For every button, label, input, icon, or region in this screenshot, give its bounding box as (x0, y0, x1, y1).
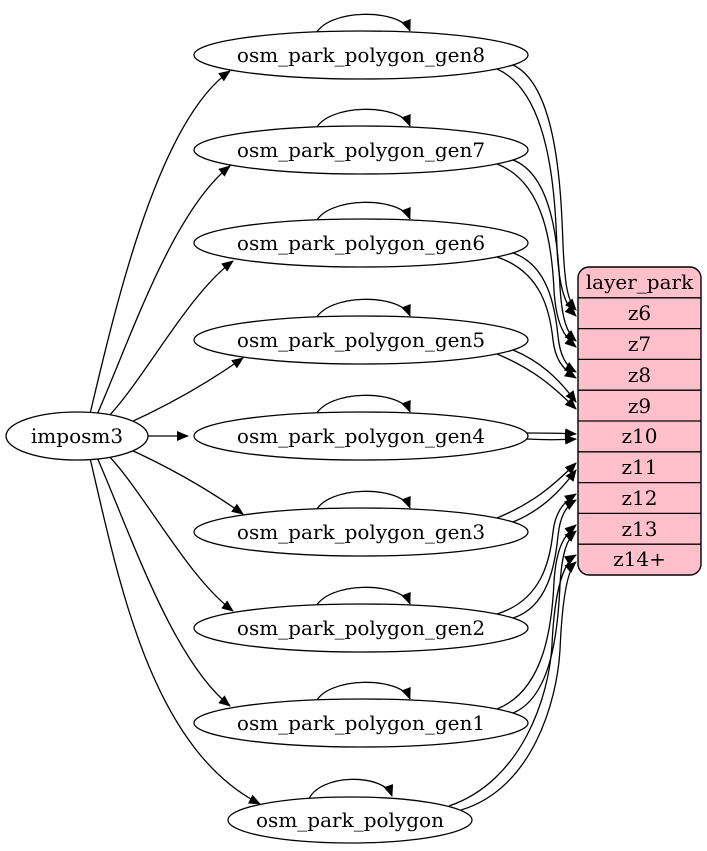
edge-gen4-z10-1 (526, 428, 577, 439)
edge-gen2-z12-2 (496, 493, 577, 615)
self-loop-edges (307, 13, 411, 802)
imposm3-label: imposm3 (31, 424, 123, 448)
edge-imposm3-gen2 (103, 450, 234, 612)
layer-row-z9: z9 (628, 394, 651, 418)
self-loop-gen7 (314, 108, 411, 132)
edge-gen8-z6-2 (496, 68, 577, 317)
gen6-ellipse (193, 218, 529, 268)
layer-row-z10: z10 (622, 424, 658, 448)
self-loop-gen6 (314, 201, 411, 225)
layer-row-z11: z11 (622, 455, 658, 479)
layer-row-z7: z7 (628, 332, 651, 356)
node-osm_park_polygon_gen7: osm_park_polygon_gen7 (193, 125, 529, 175)
gen5-ellipse (193, 315, 529, 365)
node-osm_park_polygon_gen8: osm_park_polygon_gen8 (193, 30, 529, 80)
gen8-ellipse (193, 30, 529, 80)
self-loop-gen2 (314, 586, 411, 610)
gen3-label: osm_park_polygon_gen3 (237, 520, 485, 544)
self-loop-polygon (307, 778, 394, 802)
node-osm_park_polygon_gen1: osm_park_polygon_gen1 (193, 698, 529, 748)
gen7-label: osm_park_polygon_gen7 (237, 138, 485, 162)
edge-imposm3-gen8 (89, 70, 231, 415)
edge-gen3-z11-2 (496, 462, 577, 519)
edge-polygon-z14-1 (460, 561, 577, 811)
layer-row-z14: z14+ (613, 547, 666, 571)
edges-to-layer (448, 64, 577, 811)
edge-gen4-z10-2 (526, 434, 577, 445)
edge-gen3-z11-1 (512, 469, 577, 523)
layer-park-title: layer_park (586, 270, 694, 294)
node-osm_park_polygon_gen2: osm_park_polygon_gen2 (193, 603, 529, 653)
gen5-label: osm_park_polygon_gen5 (237, 328, 485, 352)
node-osm_park_polygon: osm_park_polygon (227, 796, 473, 844)
polygon-ellipse (227, 796, 473, 844)
edge-gen6-z8-1 (512, 252, 577, 373)
node-osm_park_polygon_gen3: osm_park_polygon_gen3 (193, 507, 529, 557)
node-osm_park_polygon_gen5: osm_park_polygon_gen5 (193, 315, 529, 365)
gen8-label: osm_park_polygon_gen8 (237, 43, 485, 67)
edge-gen8-z6-1 (512, 64, 577, 311)
gen1-label: osm_park_polygon_gen1 (237, 711, 485, 735)
node-osm_park_polygon_gen6: osm_park_polygon_gen6 (193, 218, 529, 268)
edge-gen1-z13-2 (496, 524, 577, 710)
edge-polygon-z14-2 (448, 554, 577, 807)
edge-gen6-z8-2 (496, 256, 577, 379)
layer-row-z8: z8 (628, 363, 651, 387)
self-loop-gen1 (314, 681, 411, 705)
gen6-label: osm_park_polygon_gen6 (237, 231, 485, 255)
gen4-ellipse (193, 411, 529, 461)
edge-gen7-z7-1 (512, 159, 577, 342)
layer-park-table: layer_park z6 z7 z8 z9 z10 z11 z12 z13 z… (577, 266, 702, 576)
self-loop-gen3 (314, 490, 411, 514)
gen4-label: osm_park_polygon_gen4 (237, 424, 485, 448)
layer-row-z13: z13 (622, 517, 658, 541)
self-loop-gen8 (314, 13, 411, 37)
self-loop-gen5 (314, 298, 411, 322)
layer-row-z12: z12 (622, 486, 658, 510)
imposm3-ellipse (5, 411, 149, 461)
edges-from-source (89, 70, 261, 805)
edge-gen5-z9-1 (512, 349, 577, 403)
self-loop-gen4 (314, 394, 411, 418)
edge-imposm3-gen1 (95, 454, 231, 707)
node-imposm3: imposm3 (5, 411, 149, 461)
edge-imposm3-gen3 (119, 444, 244, 515)
layer-row-z6: z6 (628, 301, 651, 325)
edge-gen1-z13-1 (512, 530, 577, 714)
edge-imposm3-gen6 (103, 260, 234, 422)
edge-gen5-z9-2 (496, 353, 577, 410)
gen3-ellipse (193, 507, 529, 557)
edge-gen2-z12-1 (512, 499, 577, 619)
gen2-ellipse (193, 603, 529, 653)
gen7-ellipse (193, 125, 529, 175)
edge-gen7-z7-2 (496, 163, 577, 348)
edge-imposm3-gen5 (119, 357, 244, 428)
edge-imposm3-gen7 (95, 165, 231, 418)
polygon-label: osm_park_polygon (256, 808, 444, 832)
node-osm_park_polygon_gen4: osm_park_polygon_gen4 (193, 411, 529, 461)
gen2-label: osm_park_polygon_gen2 (237, 616, 485, 640)
gen1-ellipse (193, 698, 529, 748)
edge-imposm3-polygon (89, 457, 261, 805)
